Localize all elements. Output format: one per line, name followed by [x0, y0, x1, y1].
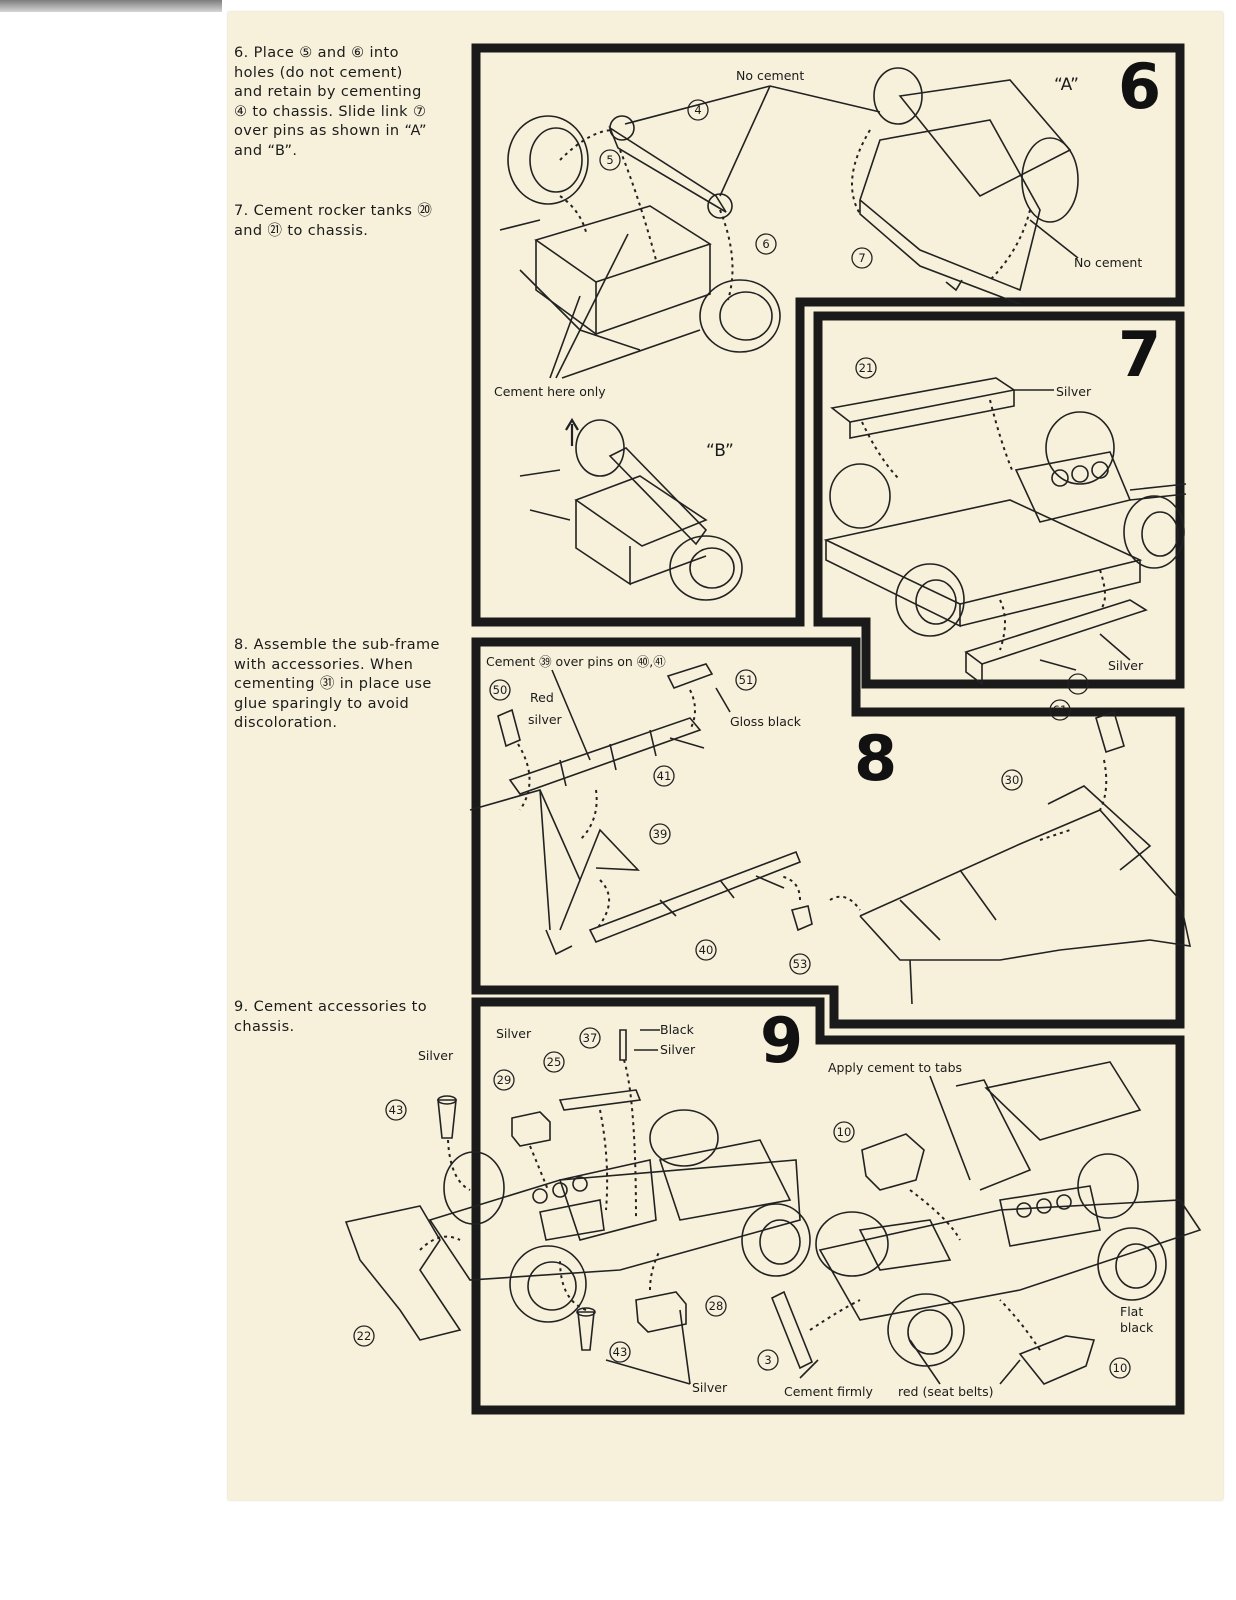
step-6-text: 6. Place ⑤ and ⑥ into holes (do not ceme… — [234, 45, 427, 159]
panel-8-border — [471, 637, 1185, 1029]
silver-label-25: Silver — [496, 1026, 532, 1041]
silver-label-37: Silver — [660, 1042, 696, 1057]
part-53-label: 53 — [793, 957, 808, 971]
silver-label-bottom: Silver — [692, 1380, 728, 1395]
gloss-black-label: Gloss black — [730, 714, 802, 729]
silver-label-43: Silver — [418, 1048, 454, 1063]
part-30-label: 30 — [1005, 773, 1020, 787]
part-20-marker — [1067, 673, 1089, 695]
part-61-label: 61 — [1053, 703, 1068, 717]
part-51-marker — [735, 669, 757, 691]
seat-belts-label: red (seat belts) — [898, 1384, 993, 1399]
part-29-label: 29 — [497, 1073, 512, 1087]
part-10-bottom-marker — [1109, 1357, 1131, 1379]
part-41-marker — [653, 765, 675, 787]
no-cement-label-right: No cement — [1074, 255, 1142, 270]
step-9-number: 9 — [760, 1004, 803, 1077]
part-25-marker — [543, 1051, 565, 1073]
step-6-drawing — [499, 67, 1079, 601]
view-a-label: “A” — [1054, 75, 1079, 95]
part-10-top-label: 10 — [837, 1125, 852, 1139]
cement-firmly-label: Cement firmly — [784, 1384, 874, 1399]
part-6-marker — [755, 233, 777, 255]
part-30-marker — [1001, 769, 1023, 791]
part-22-marker — [353, 1325, 375, 1347]
step-8-number: 8 — [854, 722, 897, 795]
step-7-number: 7 — [1118, 318, 1161, 391]
step-7-text: 7. Cement rocker tanks ⑳ and ㉑ to chassi… — [234, 203, 433, 239]
part-53-marker — [789, 953, 811, 975]
part-37-label: 37 — [583, 1031, 598, 1045]
part-43-bottom-label: 43 — [613, 1345, 628, 1359]
part-28-marker — [705, 1295, 727, 1317]
part-39-marker — [649, 823, 671, 845]
step-9-drawing — [344, 1029, 1202, 1385]
silver-label-50: silver — [528, 712, 563, 727]
part-43-top-marker — [385, 1099, 407, 1121]
cement-39-note: Cement ㊴ over pins on ㊵,㊶ — [486, 654, 666, 669]
flat-black-label-line2: black — [1120, 1320, 1154, 1335]
panel-9-border — [471, 997, 1185, 1415]
flat-black-label-line1: Flat — [1120, 1304, 1143, 1319]
step-8-text: 8. Assemble the sub-frame with accessori… — [234, 637, 440, 731]
part-39-label: 39 — [653, 827, 668, 841]
step-6-number: 6 — [1118, 50, 1161, 123]
part-25-label: 25 — [547, 1055, 562, 1069]
step-9-text: 9. Cement accessories to chassis. — [234, 999, 427, 1035]
part-6-label: 6 — [762, 237, 769, 251]
part-41-label: 41 — [657, 769, 672, 783]
part-20-label: 20 — [1071, 677, 1086, 691]
part-61-marker — [1049, 699, 1071, 721]
part-4-label: 4 — [694, 103, 701, 117]
step-8-drawing — [469, 663, 1192, 1005]
part-21-marker — [855, 357, 877, 379]
step-9-instructions: 9. Cement accessories to chassis. — [234, 998, 454, 1037]
part-28-label: 28 — [709, 1299, 724, 1313]
step-8-instructions: 8. Assemble the sub-frame with accessori… — [234, 636, 459, 734]
part-40-label: 40 — [699, 943, 714, 957]
silver-label-tank-21: Silver — [1056, 384, 1092, 399]
step-7-instructions: 7. Cement rocker tanks ⑳ and ㉑ to chassi… — [234, 202, 444, 241]
no-cement-label-top: No cement — [736, 68, 804, 83]
part-7-marker — [851, 247, 873, 269]
part-7-label: 7 — [858, 251, 865, 265]
panel-6-border — [471, 43, 1185, 627]
silver-label-tank-20: Silver — [1108, 658, 1144, 673]
step-6-instructions: 6. Place ⑤ and ⑥ into holes (do not ceme… — [234, 44, 434, 161]
part-22-label: 22 — [357, 1329, 372, 1343]
part-43-bottom-marker — [609, 1341, 631, 1363]
part-5-label: 5 — [606, 153, 613, 167]
view-b-label: “B” — [706, 441, 734, 461]
part-10-top-marker — [833, 1121, 855, 1143]
instruction-page — [228, 12, 1223, 1500]
part-21-label: 21 — [859, 361, 874, 375]
part-10-bottom-label: 10 — [1113, 1361, 1128, 1375]
part-4-marker — [687, 99, 709, 121]
part-43-top-label: 43 — [389, 1103, 404, 1117]
part-50-marker — [489, 679, 511, 701]
red-label: Red — [530, 690, 554, 705]
black-label-37: Black — [660, 1022, 695, 1037]
part-37-marker — [579, 1027, 601, 1049]
part-3-label: 3 — [764, 1353, 771, 1367]
part-29-marker — [493, 1069, 515, 1091]
part-40-marker — [695, 939, 717, 961]
part-51-label: 51 — [739, 673, 754, 687]
part-5-marker — [599, 149, 621, 171]
step-7-drawing — [823, 377, 1187, 686]
cement-here-only-label: Cement here only — [494, 384, 606, 399]
panel-7-border — [813, 311, 1185, 689]
apply-cement-label: Apply cement to tabs — [828, 1060, 962, 1075]
page-shadow — [0, 0, 222, 12]
part-50-label: 50 — [493, 683, 508, 697]
part-3-marker — [757, 1349, 779, 1371]
